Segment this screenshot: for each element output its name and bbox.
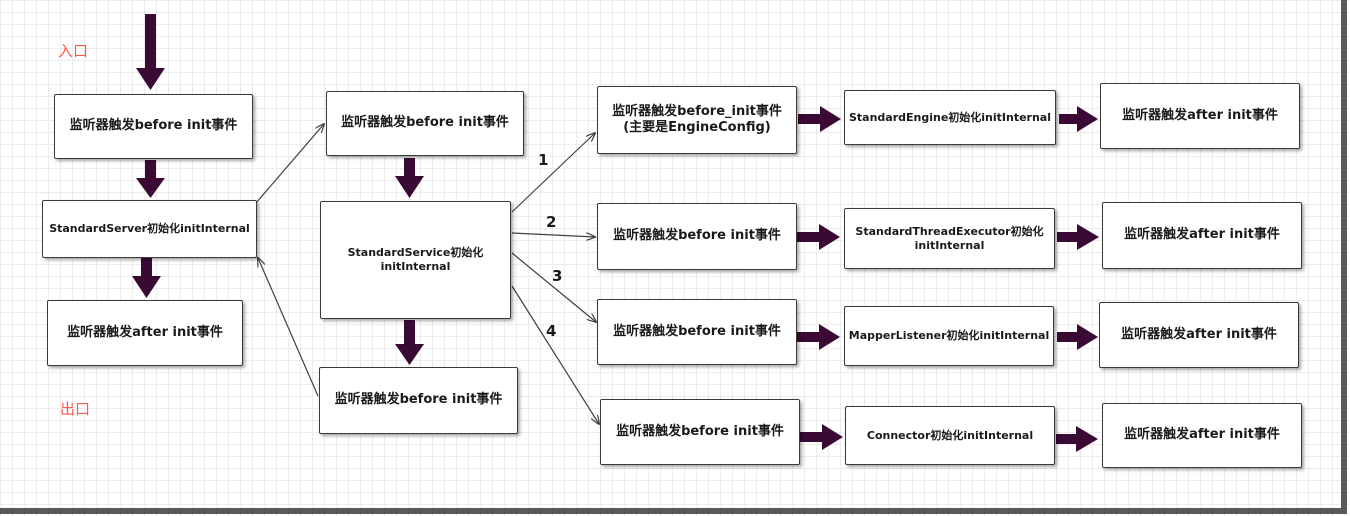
branch2-after-init-text: 监听器触发after init事件 bbox=[1124, 227, 1280, 243]
server-after-init-box: 监听器触发after init事件 bbox=[47, 300, 243, 366]
line-branch-4 bbox=[511, 285, 599, 424]
arrow-service-init-to-after bbox=[395, 320, 424, 365]
line-branch-2 bbox=[511, 232, 595, 237]
branch3-after-init-text: 监听器触发after init事件 bbox=[1121, 326, 1277, 342]
connector-init-text: Connector初始化initInternal bbox=[866, 428, 1034, 442]
arrow-branch4-init-to-after bbox=[1056, 426, 1098, 452]
entry-arrow bbox=[136, 14, 165, 90]
branch1-after-init-box: 监听器触发after init事件 bbox=[1100, 83, 1300, 149]
branch4-after-init-box: 监听器触发after init事件 bbox=[1102, 403, 1302, 468]
branch-number-3: 3 bbox=[552, 267, 563, 285]
branch1-after-init-text: 监听器触发after init事件 bbox=[1122, 107, 1278, 123]
entry-label: 入口 bbox=[58, 42, 89, 60]
branch1-before-init-box: 监听器触发before_init事件 (主要是EngineConfig) bbox=[597, 86, 797, 154]
arrow-branch1-before-to-init bbox=[798, 106, 841, 132]
arrow-service-before-to-init bbox=[395, 158, 424, 198]
arrow-branch2-init-to-after bbox=[1057, 224, 1099, 250]
standard-server-init-box: StandardServer初始化initInternal bbox=[42, 200, 257, 258]
thin-lines bbox=[255, 124, 599, 424]
server-after-init-text: 监听器触发after init事件 bbox=[67, 324, 223, 340]
standard-engine-init-box: StandardEngine初始化initInternal bbox=[844, 90, 1056, 145]
server-before-init-box: 监听器触发before init事件 bbox=[54, 94, 253, 159]
arrow-server-init-to-after bbox=[132, 258, 161, 298]
branch-number-2: 2 bbox=[546, 213, 557, 231]
service-after-text: 监听器触发before init事件 bbox=[334, 392, 503, 408]
branch3-before-init-box: 监听器触发before init事件 bbox=[597, 299, 797, 365]
branch4-before-init-text: 监听器触发before init事件 bbox=[616, 423, 784, 439]
branch4-after-init-text: 监听器触发after init事件 bbox=[1124, 427, 1280, 443]
arrow-branch4-before-to-init bbox=[800, 424, 843, 450]
branch-number-4: 4 bbox=[546, 322, 557, 340]
thick-arrows bbox=[132, 14, 1099, 452]
server-before-init-text: 监听器触发before init事件 bbox=[69, 118, 238, 134]
connector-init-box: Connector初始化initInternal bbox=[845, 406, 1055, 465]
mapper-listener-init-box: MapperListener初始化initInternal bbox=[844, 306, 1054, 366]
service-before-init-box: 监听器触发before init事件 bbox=[326, 91, 524, 156]
standard-service-init-text: StandardService初始化 initInternal bbox=[347, 246, 484, 273]
arrow-branch1-init-to-after bbox=[1059, 106, 1098, 132]
arrow-branch2-before-to-init bbox=[797, 224, 840, 250]
arrow-branch3-init-to-after bbox=[1057, 324, 1098, 350]
line-server-to-service-before bbox=[255, 124, 324, 204]
branch2-before-init-text: 监听器触发before init事件 bbox=[613, 228, 781, 244]
mapper-listener-init-text: MapperListener初始化initInternal bbox=[848, 329, 1050, 343]
standard-thread-executor-init-text: StandardThreadExecutor初始化 initInternal bbox=[855, 224, 1044, 252]
branch2-before-init-box: 监听器触发before init事件 bbox=[597, 203, 797, 270]
standard-server-init-text: StandardServer初始化initInternal bbox=[49, 222, 250, 236]
line-branch-3 bbox=[511, 252, 596, 322]
arrow-server-before-to-init bbox=[136, 160, 165, 198]
branch3-before-init-text: 监听器触发before init事件 bbox=[613, 323, 781, 339]
standard-engine-init-text: StandardEngine初始化initInternal bbox=[848, 110, 1052, 124]
line-branch-1 bbox=[511, 133, 595, 213]
branch-number-1: 1 bbox=[538, 151, 549, 169]
standard-thread-executor-init-box: StandardThreadExecutor初始化 initInternal bbox=[844, 208, 1055, 269]
branch1-before-init-text: 监听器触发before_init事件 (主要是EngineConfig) bbox=[612, 103, 782, 135]
service-before-init-text: 监听器触发before init事件 bbox=[341, 115, 509, 131]
line-service-after-to-server bbox=[258, 258, 319, 397]
arrow-branch3-before-to-init bbox=[797, 324, 840, 350]
branch3-after-init-box: 监听器触发after init事件 bbox=[1099, 302, 1299, 368]
exit-label: 出口 bbox=[60, 400, 91, 418]
branch2-after-init-box: 监听器触发after init事件 bbox=[1102, 202, 1302, 269]
service-after-box: 监听器触发before init事件 bbox=[319, 367, 518, 434]
branch4-before-init-box: 监听器触发before init事件 bbox=[600, 399, 800, 465]
standard-service-init-box: StandardService初始化 initInternal bbox=[320, 201, 511, 319]
